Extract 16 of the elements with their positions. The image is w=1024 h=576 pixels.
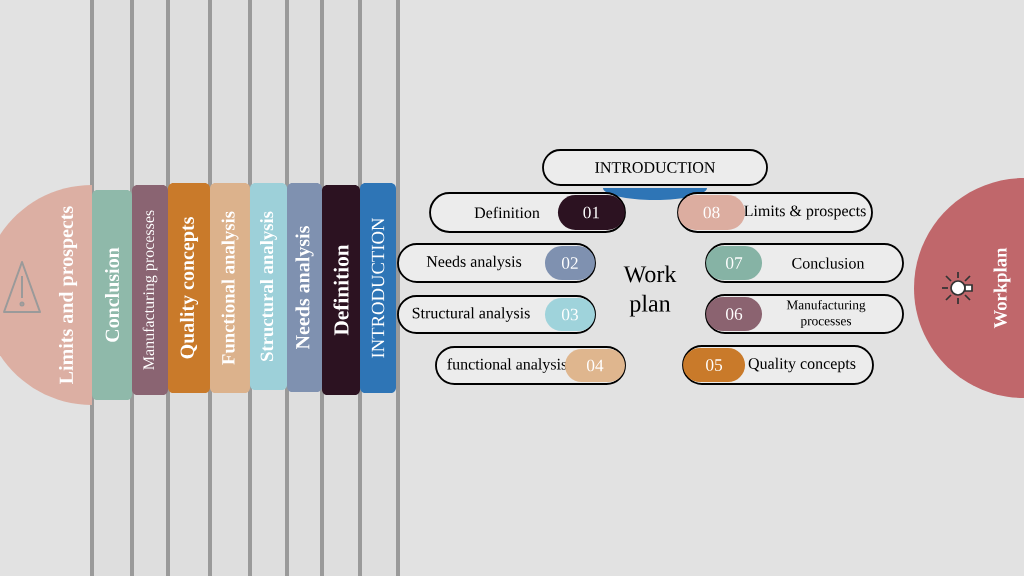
tab: Conclusion xyxy=(92,190,132,400)
center-title: Work plan xyxy=(623,265,677,317)
tab: Manufacturing processes xyxy=(132,185,168,395)
tab: Functional analysis xyxy=(210,183,250,393)
number-badge: 02 xyxy=(544,246,595,280)
number-badge: 03 xyxy=(544,298,595,332)
pill: INTRODUCTION xyxy=(542,149,768,186)
number-badge: 05 xyxy=(683,348,746,382)
tab: Definition xyxy=(322,185,360,395)
tab: Structural analysis xyxy=(249,183,288,390)
number-badge: 07 xyxy=(706,246,763,280)
tab: INTRODUCTION xyxy=(360,183,396,393)
number-badge: 06 xyxy=(706,297,763,331)
number-badge: 04 xyxy=(565,348,625,383)
tab: Needs analysis xyxy=(287,182,322,393)
tab: Quality concepts xyxy=(168,183,210,393)
